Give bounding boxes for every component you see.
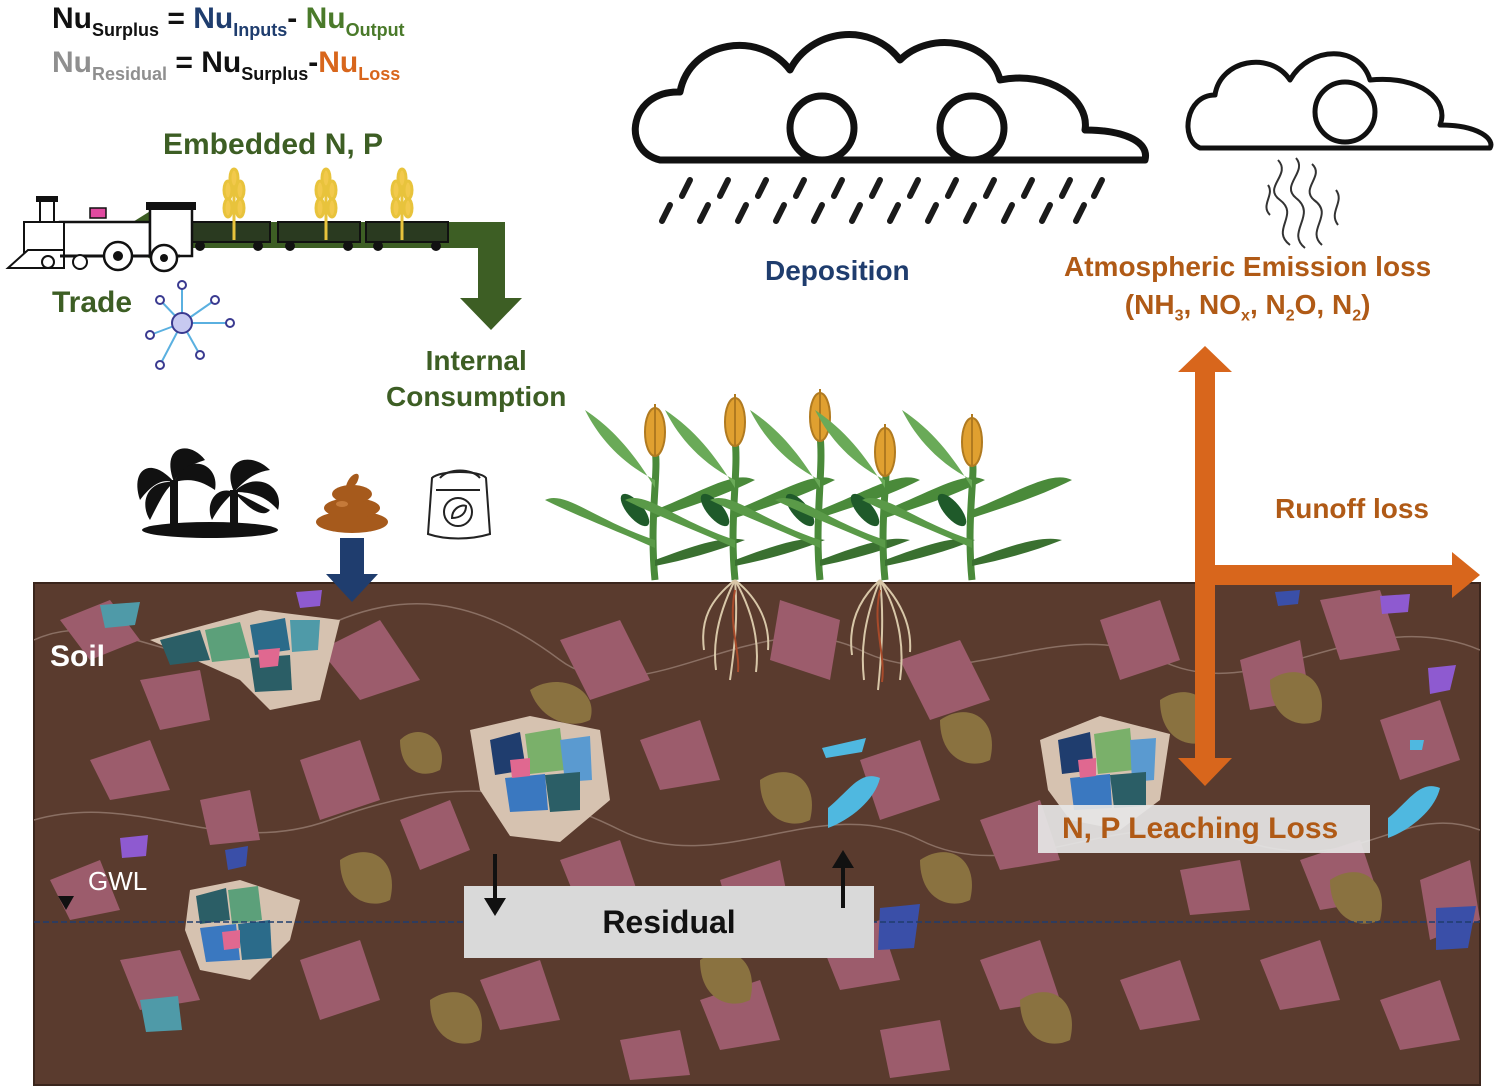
soil-aggregate bbox=[470, 716, 610, 842]
leaching-loss-label: N, P Leaching Loss bbox=[1062, 812, 1339, 845]
deposition-label: Deposition bbox=[765, 255, 910, 286]
train-icon bbox=[5, 196, 449, 273]
equation-residual: NuResidual = NuSurplus-NuLoss bbox=[52, 46, 401, 84]
runoff-loss-label: Runoff loss bbox=[1275, 493, 1429, 524]
residual-down-arrow-icon bbox=[484, 854, 506, 916]
loss-arrows bbox=[1178, 346, 1480, 786]
soil-aggregate bbox=[150, 610, 340, 710]
soil-block bbox=[33, 582, 1481, 1086]
vapor-icon bbox=[1265, 157, 1340, 249]
residual-label: Residual bbox=[602, 904, 736, 940]
trade-label: Trade bbox=[52, 286, 133, 319]
gwl-marker-icon bbox=[58, 896, 74, 910]
leaching-box bbox=[1038, 805, 1370, 853]
rain-icon bbox=[659, 177, 1105, 224]
embedded-label: Embedded N, P bbox=[163, 128, 384, 161]
soil-aggregate bbox=[185, 880, 300, 980]
roots-icon bbox=[702, 579, 912, 691]
network-icon bbox=[145, 280, 235, 370]
soil-particles bbox=[34, 590, 1480, 1080]
atmospheric-gases: (NH3, NOx, N2O, N2) bbox=[1124, 289, 1371, 325]
cloud-icon bbox=[631, 31, 1149, 164]
fertilizer-bag-icon bbox=[426, 469, 492, 540]
soil-label: Soil bbox=[50, 640, 106, 673]
wheat-icon bbox=[314, 167, 338, 240]
residual-box bbox=[464, 886, 874, 958]
atmospheric-emission-label: Atmospheric Emission loss (NH3, NOx, N2O… bbox=[1064, 248, 1431, 336]
corn-plant-icon bbox=[545, 389, 1072, 581]
input-arrow bbox=[326, 538, 378, 602]
cloud-icon bbox=[1185, 51, 1494, 151]
residual-up-arrow-icon bbox=[832, 850, 854, 908]
palm-tree-icon bbox=[137, 448, 280, 538]
soil-aggregate bbox=[1040, 716, 1170, 830]
equation-surplus: NuSurplus = NuInputs- NuOutput bbox=[52, 2, 405, 40]
gwl-label: GWL bbox=[88, 866, 148, 896]
internal-consumption-label: Internal Consumption bbox=[386, 345, 567, 412]
wheat-icon bbox=[390, 167, 414, 240]
manure-icon bbox=[316, 473, 388, 533]
wheat-icon bbox=[222, 167, 246, 240]
